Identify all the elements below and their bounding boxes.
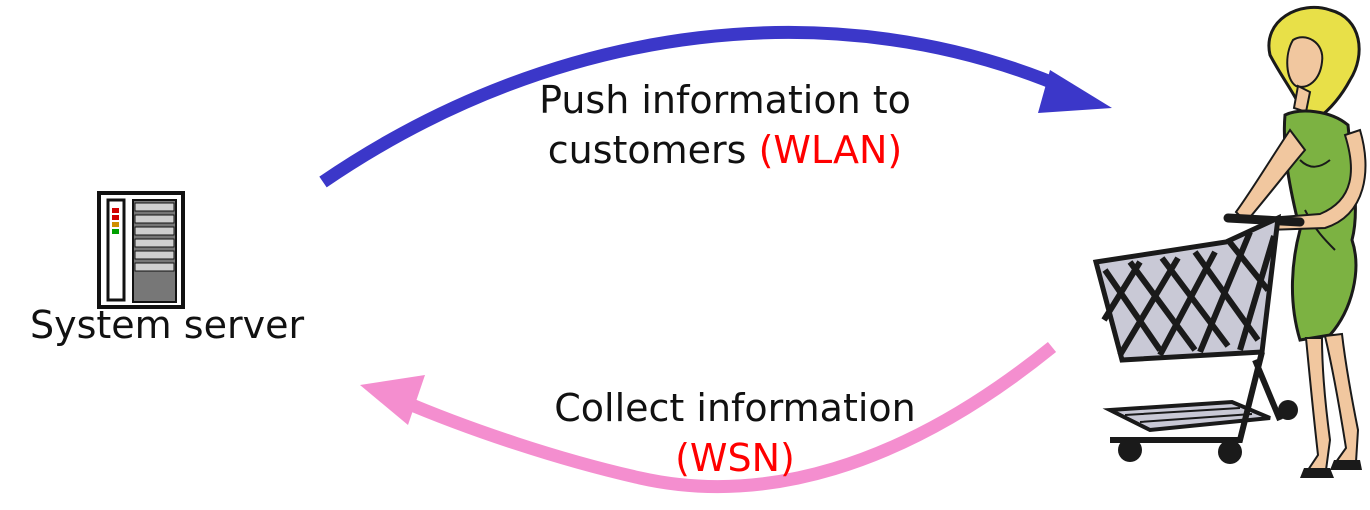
push-label-text: customers [547,128,759,172]
collect-label-line1: Collect information [554,386,916,430]
push-label-line1: Push information to [539,78,911,122]
push-label-wlan: (WLAN) [758,128,903,172]
server-tower-icon [97,191,185,309]
push-arrow [319,25,1112,188]
push-label: Push information to customers (WLAN) [500,75,950,175]
server-label: System server [30,303,305,347]
collect-label-wsn: (WSN) [675,436,795,480]
push-label-line2: customers (WLAN) [500,125,950,175]
shopper-with-cart-icon [1092,5,1367,478]
collect-arrow [360,341,1057,493]
collect-label: Collect information (WSN) [510,383,960,483]
